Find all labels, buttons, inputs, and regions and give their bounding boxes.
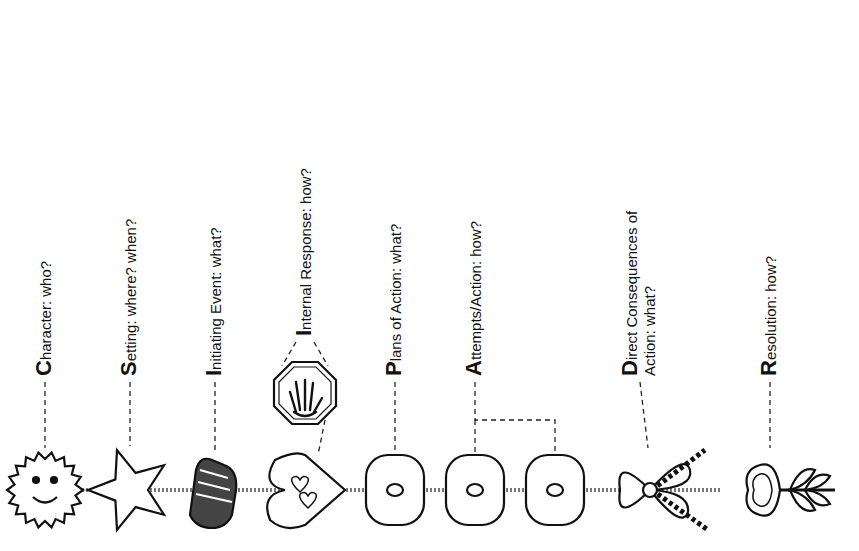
story-element-label: Setting: where? when? — [120, 46, 140, 376]
heart — [267, 453, 345, 528]
story-element-label: Attempts/Action: how? — [465, 46, 485, 376]
bead — [446, 455, 504, 525]
story-element-label: Initiating Event: what? — [205, 46, 225, 376]
story-element-label: Resolution: how? — [760, 46, 780, 376]
bead — [526, 455, 584, 525]
story-element-label: Internal Response: how? — [295, 36, 315, 336]
icons — [7, 362, 835, 530]
story-element-label: Plans of Action: what? — [385, 46, 405, 376]
stop-octagon — [274, 362, 336, 424]
bead — [366, 455, 424, 525]
ribbon-bow — [619, 450, 708, 530]
shoe — [190, 459, 236, 528]
star — [88, 450, 164, 530]
sun-face — [7, 453, 83, 528]
story-element-label: Character: who? — [35, 46, 55, 376]
story-element-label: Direct Consequences of Action: what? — [621, 206, 659, 376]
leader-lines — [45, 342, 770, 455]
flower — [747, 464, 836, 515]
